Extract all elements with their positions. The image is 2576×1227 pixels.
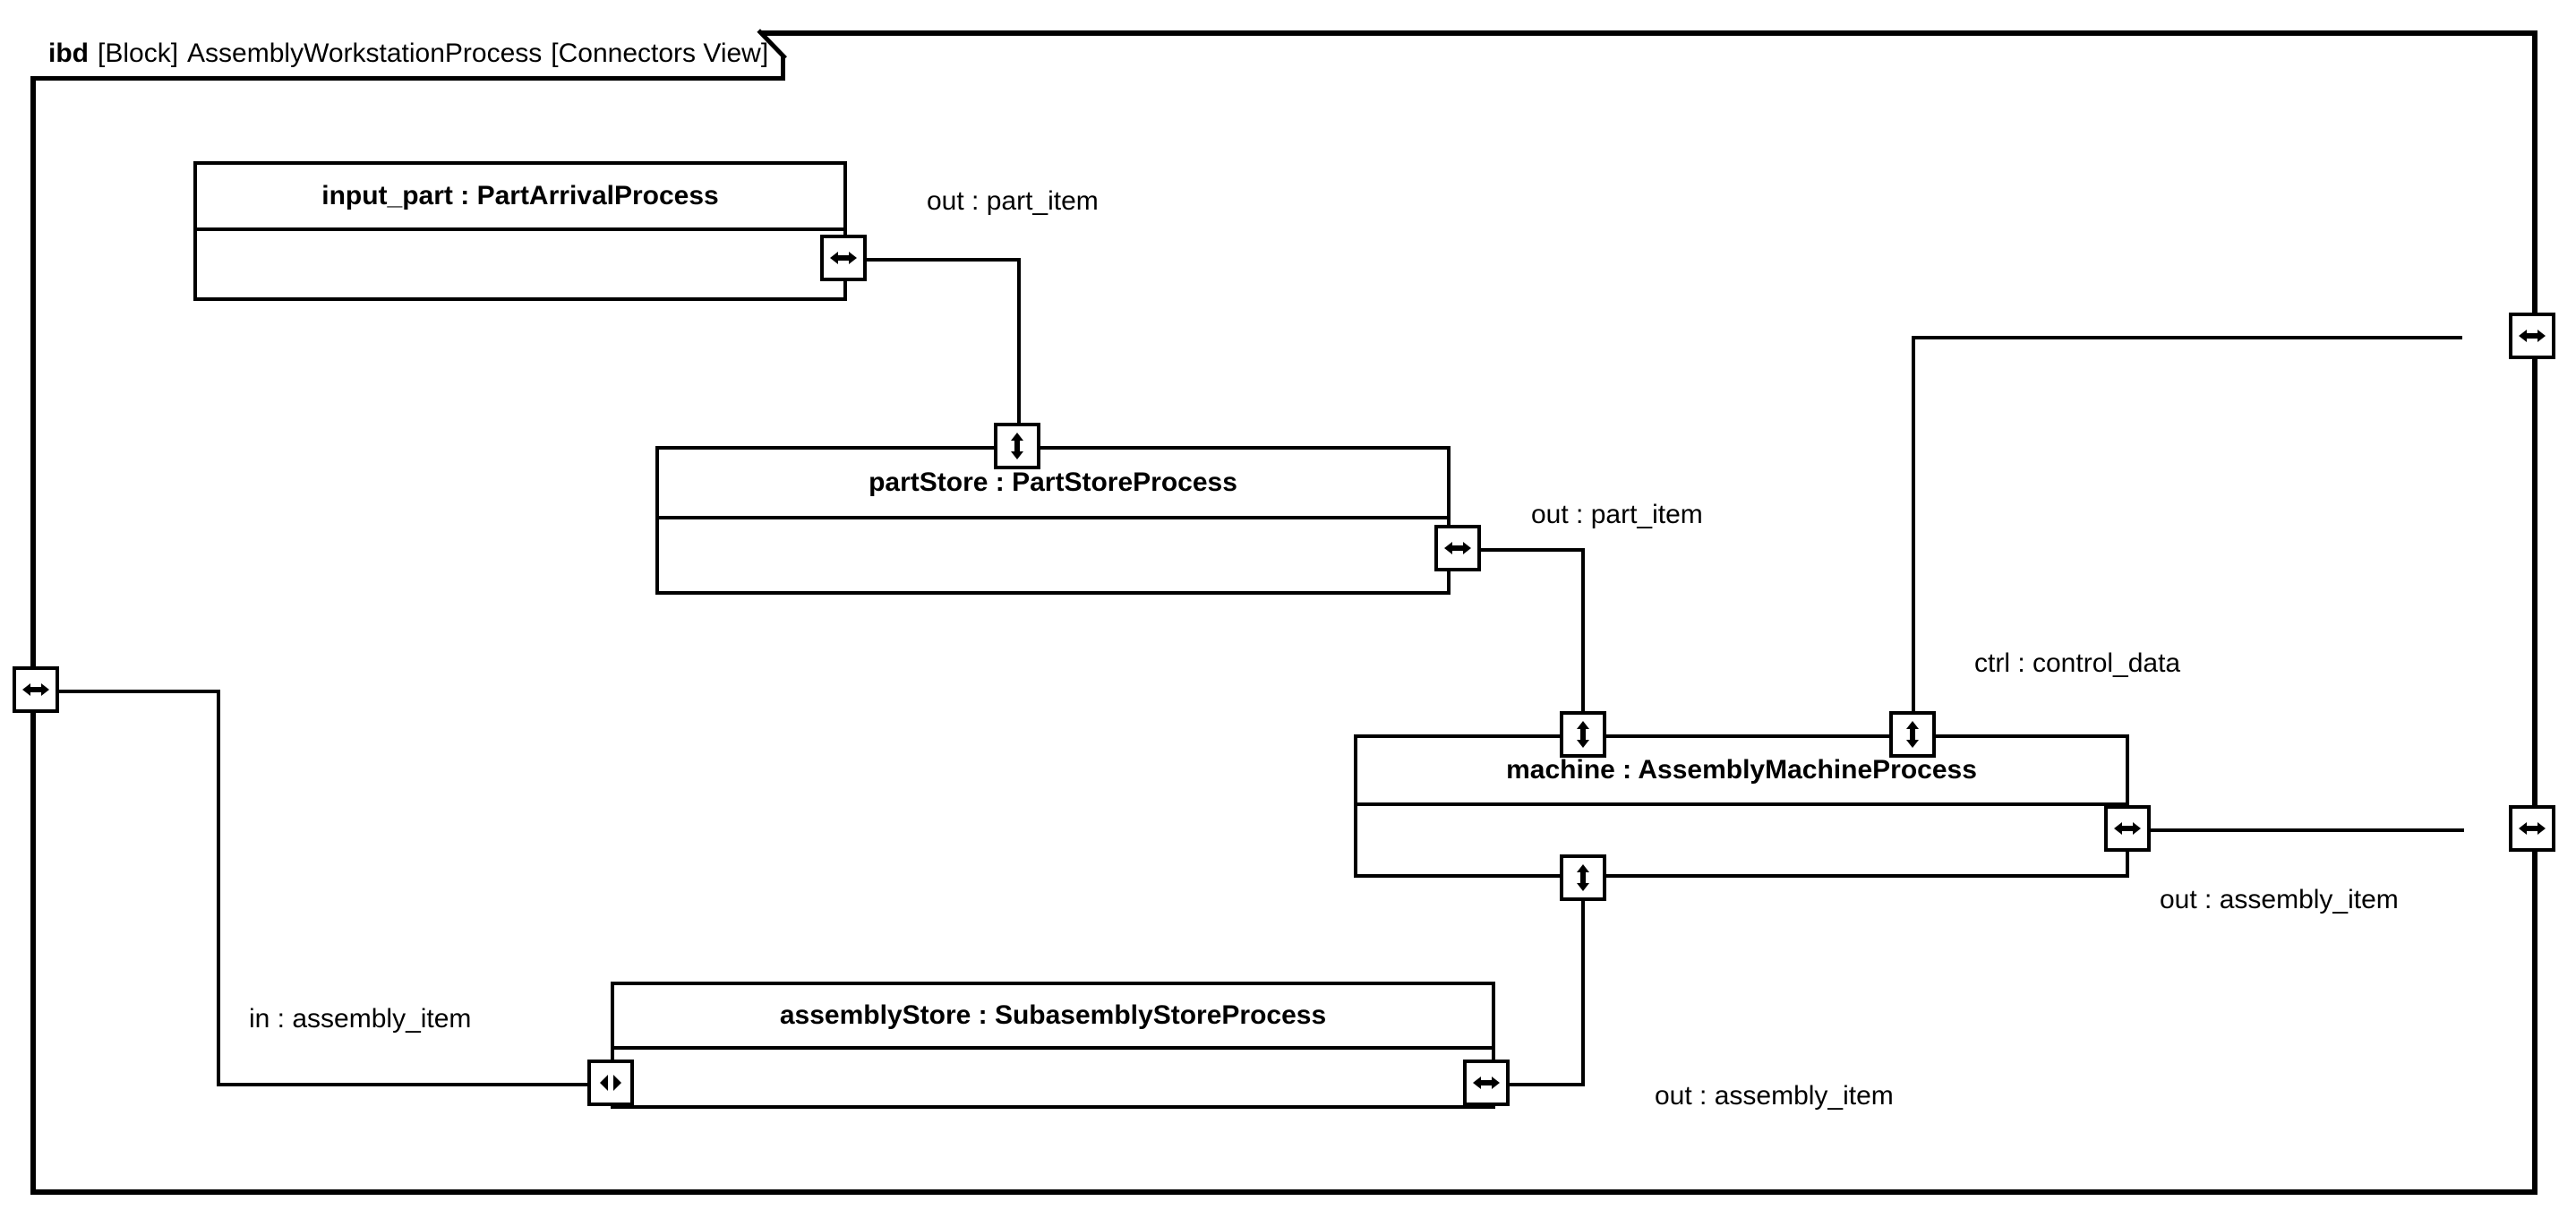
port-frame-right-top[interactable]	[2509, 313, 2555, 359]
connector-label-out-part-item-2: out : part_item	[1531, 500, 1703, 529]
bidirectional-horizontal-arrow-icon	[1444, 542, 1471, 554]
bidirectional-vertical-arrow-icon	[1011, 433, 1023, 459]
diagram-view-name: [Connectors View]	[551, 38, 769, 68]
wire-machine-bottom-h	[1486, 1083, 1585, 1086]
connector-label-out-assembly-item-1: out : assembly_item	[2160, 885, 2399, 914]
port-machine-out[interactable]	[2104, 805, 2151, 852]
block-part-store[interactable]: partStore : PartStoreProcess	[655, 446, 1451, 595]
bidirectional-vertical-arrow-icon	[1577, 864, 1589, 891]
wire-partstore-to-machine-h	[1459, 548, 1585, 552]
port-frame-left[interactable]	[13, 666, 59, 713]
wire-partstore-to-machine-v	[1581, 548, 1585, 734]
port-machine-top-right[interactable]	[1889, 711, 1936, 758]
port-assembly-store-out[interactable]	[1463, 1060, 1510, 1106]
port-assembly-store-in[interactable]	[587, 1060, 634, 1106]
wire-input-part-to-partstore-v	[1017, 258, 1021, 446]
diagram-stereotype: [Block]	[98, 38, 179, 68]
wire-input-part-to-partstore-h	[845, 258, 1021, 262]
diagram-block-name: AssemblyWorkstationProcess	[187, 38, 543, 68]
port-machine-bottom[interactable]	[1560, 854, 1606, 901]
bidirectional-horizontal-arrow-icon	[830, 252, 857, 264]
port-machine-top-left[interactable]	[1560, 711, 1606, 758]
wire-frame-left-v	[217, 690, 220, 1086]
block-part-store-title: partStore : PartStoreProcess	[659, 450, 1447, 519]
wire-frame-left-to-assemblystore-h	[217, 1083, 611, 1086]
connector-label-in-assembly-item: in : assembly_item	[249, 1004, 472, 1034]
port-part-store-top[interactable]	[994, 423, 1040, 469]
block-assembly-store-title: assemblyStore : SubasemblyStoreProcess	[614, 985, 1492, 1050]
wire-machine-out-h	[2129, 828, 2464, 832]
bidirectional-horizontal-arrow-icon	[2114, 822, 2141, 835]
port-part-store-out[interactable]	[1434, 525, 1481, 571]
bidirectional-horizontal-arrow-icon	[22, 683, 49, 696]
block-assembly-store[interactable]: assemblyStore : SubasemblyStoreProcess	[611, 982, 1495, 1109]
connector-label-out-assembly-item-2: out : assembly_item	[1655, 1081, 1894, 1111]
bidirectional-horizontal-arrow-icon	[1473, 1077, 1500, 1089]
bidirectional-vertical-arrow-icon	[1906, 721, 1919, 748]
diagram-frame-name-tag: ibd [Block] AssemblyWorkstationProcess […	[30, 30, 785, 81]
port-input-part-out[interactable]	[820, 235, 867, 281]
wire-ctrl-h	[1912, 336, 2462, 339]
block-input-part-title: input_part : PartArrivalProcess	[197, 165, 843, 231]
wire-machine-bottom-v	[1581, 878, 1585, 1086]
block-machine[interactable]: machine : AssemblyMachineProcess	[1354, 734, 2129, 878]
bidirectional-horizontal-arrow-icon	[2519, 330, 2546, 342]
connector-label-out-part-item-1: out : part_item	[927, 186, 1099, 216]
outward-arrowheads-icon	[600, 1075, 621, 1091]
wire-ctrl-v	[1912, 336, 1915, 736]
block-input-part[interactable]: input_part : PartArrivalProcess	[193, 161, 847, 301]
bidirectional-horizontal-arrow-icon	[2519, 822, 2546, 835]
port-frame-right-mid[interactable]	[2509, 805, 2555, 852]
wire-frame-left-h	[59, 690, 220, 693]
bidirectional-vertical-arrow-icon	[1577, 721, 1589, 748]
block-machine-title: machine : AssemblyMachineProcess	[1357, 738, 2126, 806]
diagram-kind-keyword: ibd	[48, 38, 89, 68]
connector-label-ctrl-control-data: ctrl : control_data	[1974, 648, 2181, 678]
